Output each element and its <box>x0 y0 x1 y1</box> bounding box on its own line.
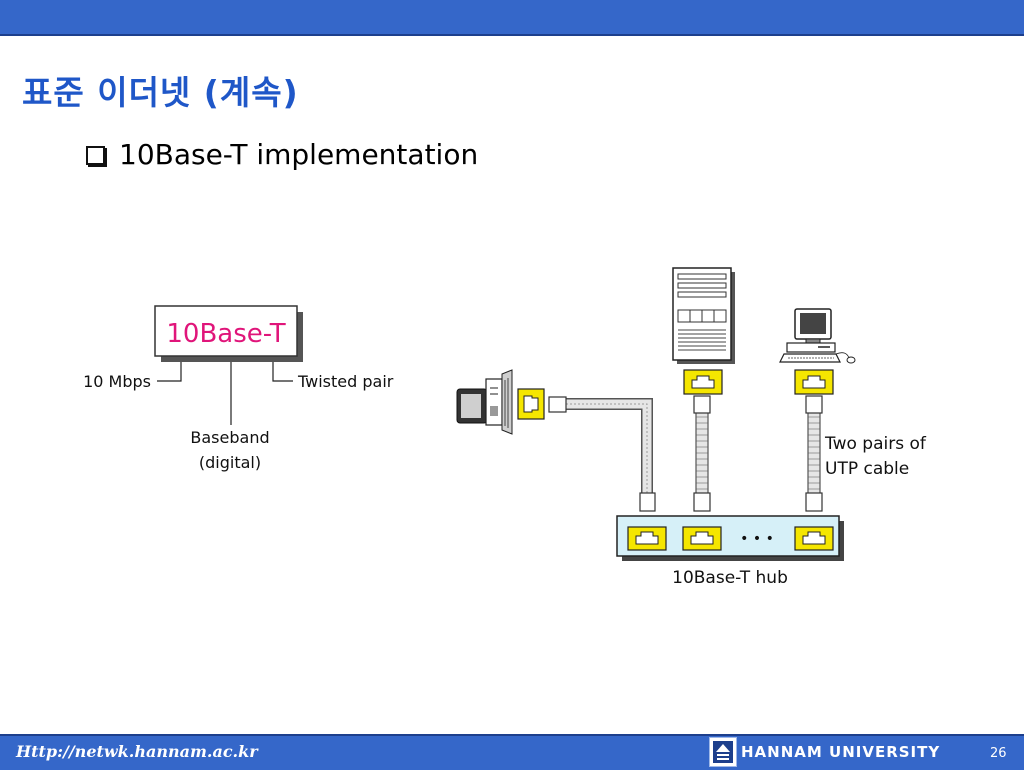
rate-leader-line <box>157 362 182 382</box>
rj45-port-icon <box>794 369 834 395</box>
footer-university: HANNAM UNIVERSITY <box>741 743 941 761</box>
cable-server-to-hub <box>695 411 709 495</box>
cable-label-line2: UTP cable <box>825 459 909 479</box>
hub-ellipsis: • • • <box>740 531 774 547</box>
hub-port-icon <box>682 526 722 551</box>
signal-label: Baseband <box>190 428 269 447</box>
page-number: 26 <box>990 746 1007 761</box>
medium-label: Twisted pair <box>297 372 394 391</box>
header-bar <box>0 0 1024 36</box>
rj45-port-icon <box>517 388 545 420</box>
cable-nic-to-hub <box>566 398 653 493</box>
rj45-plug-icon <box>548 396 567 413</box>
server-icon <box>672 267 735 364</box>
workstation-icon <box>779 308 856 364</box>
square-bullet-icon <box>86 146 105 165</box>
hub-port-icon <box>627 526 667 551</box>
bullet-item: 10Base-T implementation <box>86 138 478 171</box>
network-card-icon <box>456 369 513 435</box>
cable-label-line1: Two pairs of <box>824 434 927 454</box>
university-logo-icon <box>709 737 737 767</box>
rj45-plug-icon <box>693 492 711 512</box>
bullet-text: 10Base-T implementation <box>119 138 479 171</box>
standard-name: 10Base-T <box>166 319 285 349</box>
label-box <box>154 305 298 357</box>
rj45-plug-icon <box>639 492 656 512</box>
rj45-plug-icon <box>805 395 823 414</box>
footer-url: Http://netwk.hannam.ac.kr <box>16 742 258 761</box>
rj45-port-icon <box>683 369 723 395</box>
footer-bar <box>0 734 1024 770</box>
rj45-plug-icon <box>805 492 823 512</box>
rate-label: 10 Mbps <box>83 372 151 391</box>
slide-title: 표준 이더넷 (계속) <box>22 73 299 112</box>
medium-leader-line <box>272 362 293 382</box>
hub-label: 10Base-T hub <box>672 568 788 588</box>
cable-workstation-to-hub <box>807 411 821 495</box>
network-diagram: Two pairs of UTP cable • • • 10Base-T hu… <box>456 267 927 588</box>
hub-port-icon <box>794 526 834 551</box>
naming-diagram: 10Base-T 10 Mbps Twisted pair Baseband (… <box>83 305 394 472</box>
rj45-plug-icon <box>693 395 711 414</box>
signal-note-label: (digital) <box>199 453 261 472</box>
hub-icon: • • • <box>616 515 844 561</box>
